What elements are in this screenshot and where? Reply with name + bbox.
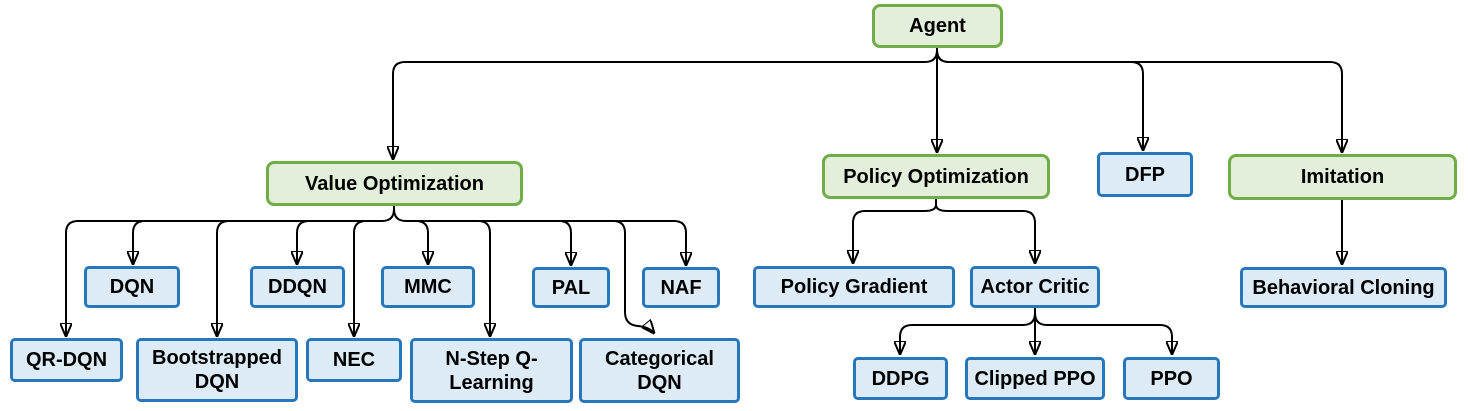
edge-policy-optimization-actor-critic (935, 204, 1035, 263)
node-label: Categorical DQN (605, 347, 714, 394)
node-label: Value Optimization (305, 172, 484, 195)
node-label: DDQN (268, 276, 327, 298)
node-mmc: MMC (381, 266, 475, 308)
edge-value-optimization-nec (354, 220, 367, 336)
edge-agent-dfp (936, 49, 1143, 150)
edge-value-optimization-qr-dqn (66, 206, 395, 336)
edge-agent-value-optimization (393, 48, 938, 159)
node-value-optimization: Value Optimization (266, 161, 523, 206)
node-label: N-Step Q-Learning (445, 347, 538, 394)
node-label: NAF (660, 276, 702, 299)
node-qr-dqn: QR-DQN (10, 338, 123, 382)
edge-value-optimization-ddqn (297, 220, 310, 264)
node-ddpg: DDPG (853, 357, 948, 400)
node-ppo: PPO (1123, 357, 1220, 400)
node-bootstrapped-dqn: Bootstrapped DQN (136, 338, 298, 402)
node-label: DFP (1125, 163, 1165, 186)
edge-value-optimization-bootstrapped-dqn (217, 220, 230, 336)
node-label: Agent (909, 15, 966, 37)
node-label: PPO (1150, 367, 1193, 390)
node-n-step-q-learning: N-Step Q-Learning (410, 338, 573, 403)
edge-value-optimization-pal (558, 220, 571, 265)
node-label: QR-DQN (25, 349, 108, 371)
edge-value-optimization-categorical-dqn (612, 220, 654, 333)
node-label: Policy Gradient (780, 276, 928, 298)
node-policy-gradient: Policy Gradient (753, 266, 955, 308)
node-pal: PAL (532, 267, 610, 308)
node-label: Behavioral Cloning (1252, 276, 1435, 299)
edge-actor-critic-ddpg (900, 308, 1036, 354)
node-label: DQN (109, 276, 155, 298)
edge-actor-critic-ppo (1034, 312, 1172, 354)
edge-value-optimization-naf (393, 208, 686, 265)
node-label: DDPG (871, 367, 930, 390)
edge-value-optimization-mmc (415, 220, 428, 264)
node-clipped-ppo: Clipped PPO (965, 357, 1105, 400)
node-behavioral-cloning: Behavioral Cloning (1240, 267, 1447, 308)
node-ddqn: DDQN (250, 266, 345, 308)
node-nec: NEC (306, 338, 402, 382)
node-label: MMC (404, 276, 452, 298)
edge-value-optimization-n-step-q-learning (477, 220, 490, 336)
edge-agent-imitation (936, 49, 1342, 152)
node-actor-critic: Actor Critic (970, 266, 1100, 308)
node-label: Imitation (1300, 166, 1385, 188)
edge-value-optimization-dqn (133, 220, 146, 264)
node-agent: Agent (872, 4, 1003, 48)
node-label: Policy Optimization (843, 165, 1029, 188)
node-imitation: Imitation (1228, 154, 1457, 200)
node-label: Bootstrapped DQN (152, 347, 282, 393)
edge-policy-optimization-policy-gradient (853, 199, 937, 263)
node-dqn: DQN (84, 266, 180, 308)
node-policy-optimization: Policy Optimization (822, 154, 1050, 199)
node-label: PAL (551, 276, 591, 299)
node-naf: NAF (642, 267, 720, 308)
node-dfp: DFP (1097, 152, 1193, 197)
node-label: NEC (332, 349, 376, 371)
node-label: Clipped PPO (974, 367, 1096, 390)
node-label: Actor Critic (980, 276, 1090, 298)
node-categorical-dqn: Categorical DQN (579, 338, 740, 403)
